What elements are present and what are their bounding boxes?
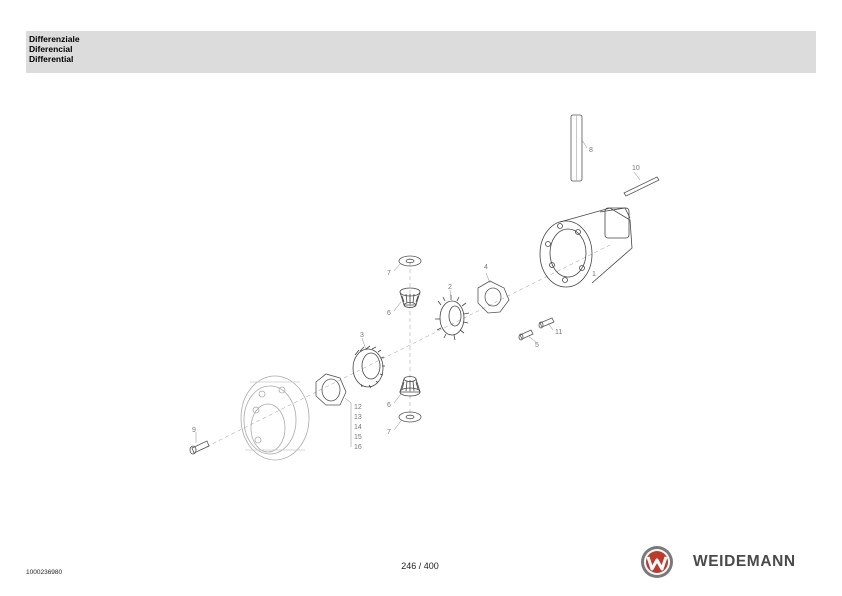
washer-upper (398, 255, 422, 267)
title-english: Differential (29, 54, 74, 64)
roll-pin (623, 176, 660, 197)
thrust-washer (477, 280, 510, 314)
shim-ring (315, 373, 347, 406)
callout-6-lower: 6 (387, 402, 391, 409)
side-gear-2 (435, 295, 470, 341)
page-number: 246 / 400 (401, 561, 439, 571)
brand-name: WEIDEMANN (693, 553, 796, 570)
callout-16: 16 (354, 444, 362, 451)
header-bar: Differenziale Diferencial Differential (26, 31, 816, 73)
callout-5: 5 (535, 342, 539, 349)
document-number: 1000236980 (26, 569, 63, 576)
callout-labels: 8 10 1 11 5 4 2 3 7 6 6 7 9 12 13 14 15 … (192, 147, 640, 451)
callout-7-lower: 7 (387, 429, 391, 436)
assembly-axis (199, 244, 611, 451)
differential-housing (539, 207, 633, 288)
weidemann-logo-icon (641, 546, 673, 578)
crown-gear (240, 375, 310, 461)
callout-14: 14 (354, 424, 362, 431)
callout-11: 11 (555, 329, 562, 336)
callout-9: 9 (192, 427, 196, 434)
shaft-pin (570, 114, 583, 182)
bolt-11 (538, 317, 555, 329)
callout-8: 8 (589, 147, 593, 154)
callout-10: 10 (632, 165, 640, 172)
callout-1: 1 (592, 271, 596, 278)
callout-2: 2 (448, 284, 452, 291)
callout-6-upper: 6 (387, 310, 391, 317)
title-italian: Differenziale (29, 34, 80, 44)
screw-5 (518, 329, 534, 341)
callout-3: 3 (360, 332, 364, 339)
side-gear-3 (352, 345, 385, 389)
callout-4: 4 (484, 264, 488, 271)
bolt-9 (189, 440, 210, 455)
leader-lines (195, 139, 641, 447)
pinion-gear-lower (399, 376, 421, 397)
pinion-gear-upper (399, 287, 421, 308)
callout-15: 15 (354, 434, 362, 441)
title-spanish: Diferencial (29, 44, 73, 54)
callout-13: 13 (354, 414, 362, 421)
washer-lower (398, 411, 422, 423)
callout-12: 12 (354, 404, 362, 411)
callout-7-upper: 7 (387, 270, 391, 277)
